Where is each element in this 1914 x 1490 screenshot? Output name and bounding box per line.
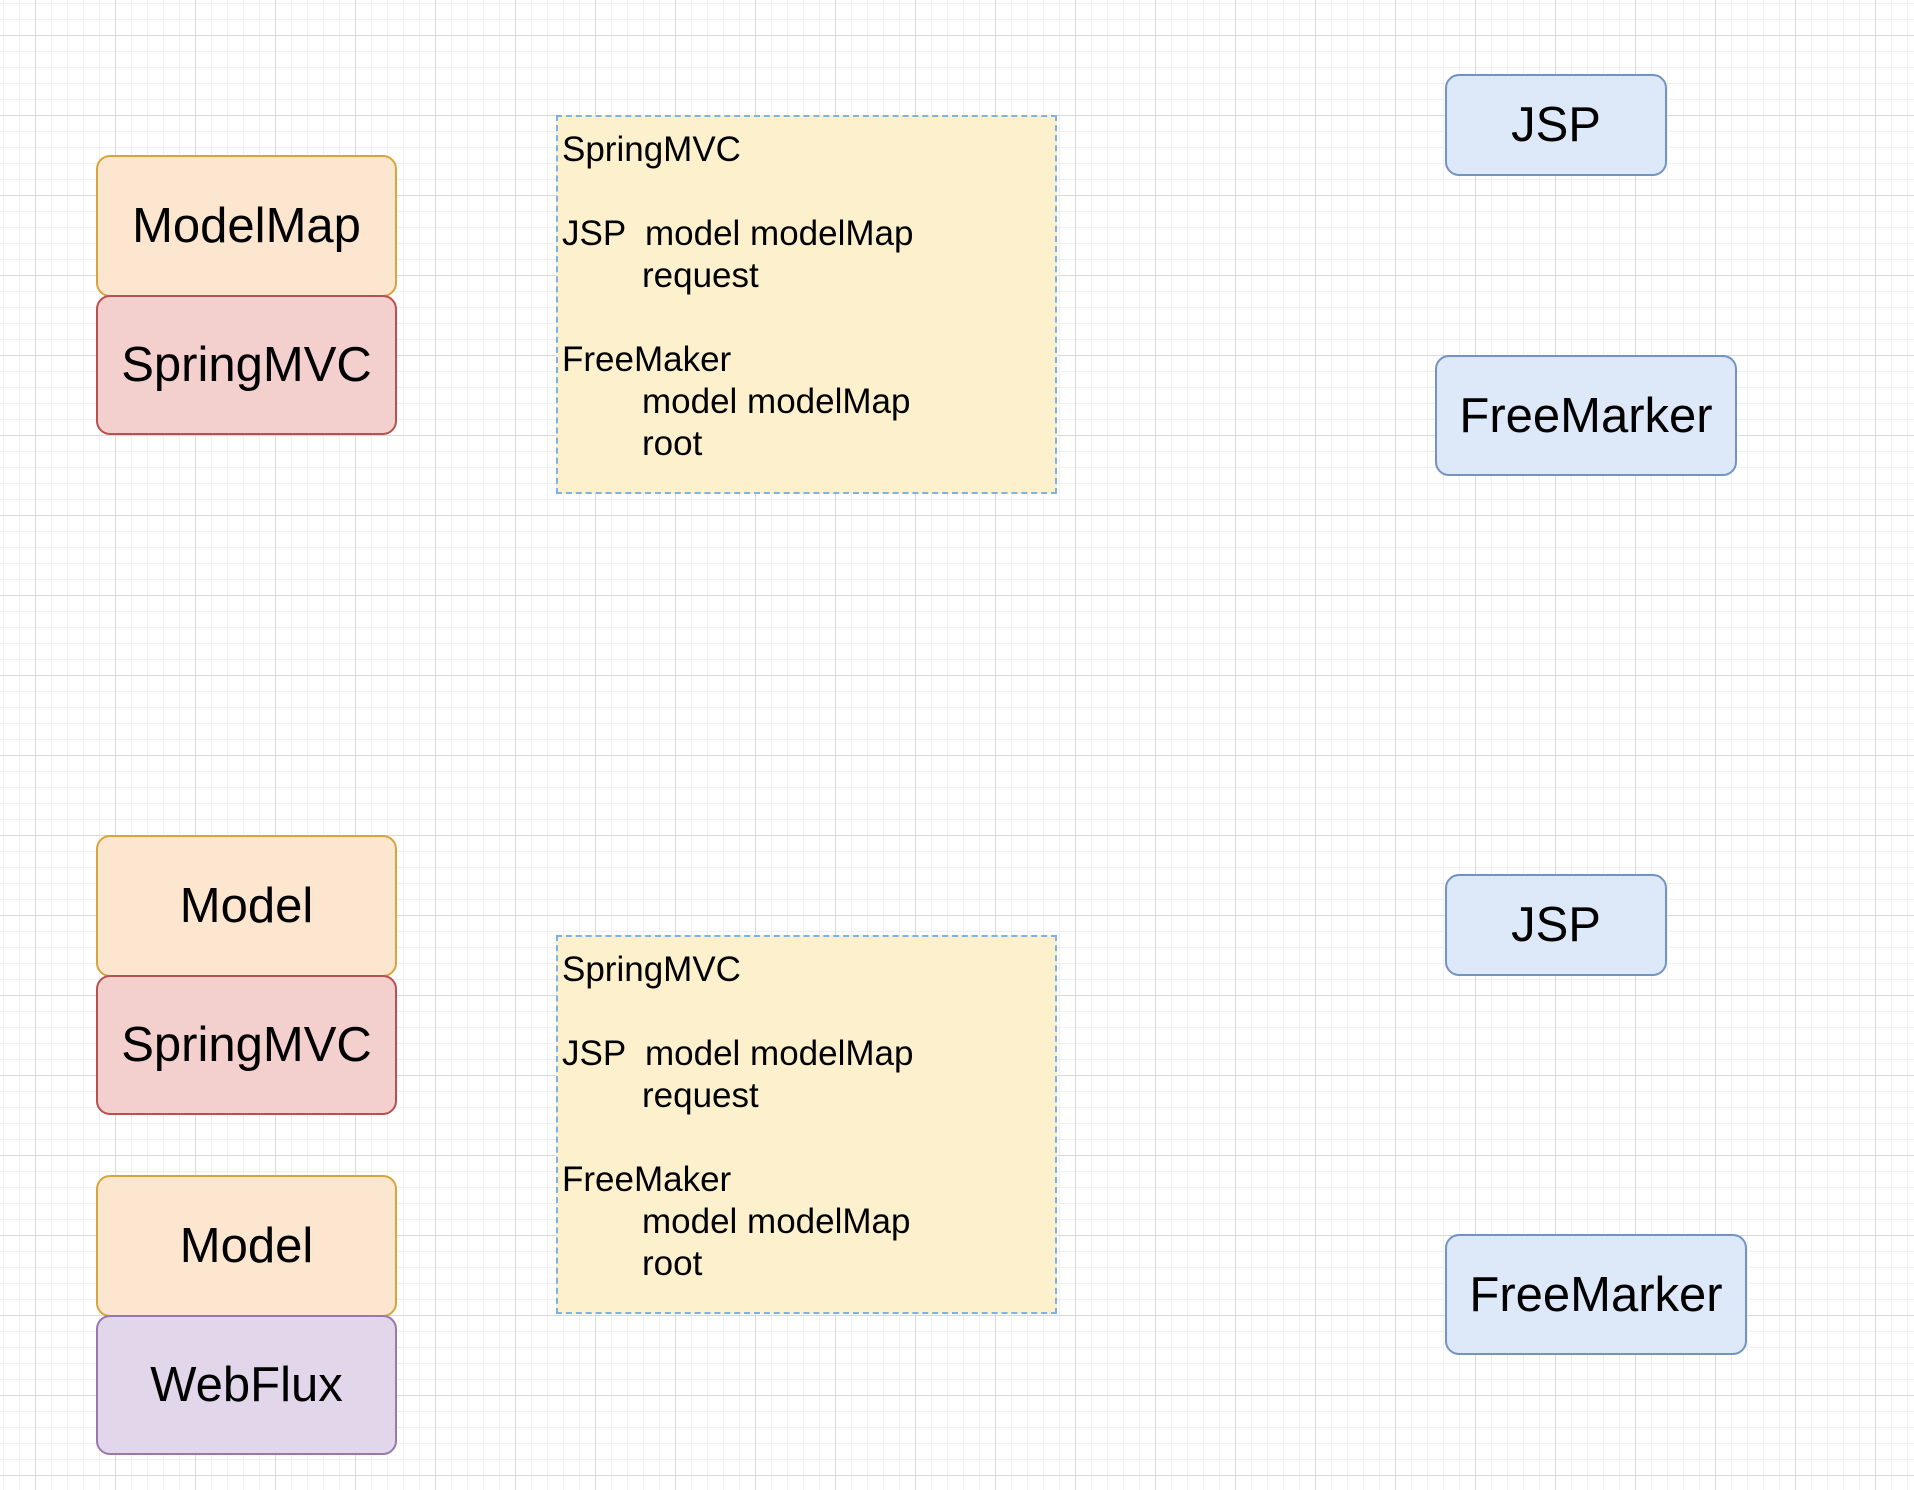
jsp-node-bottom[interactable]: JSP: [1445, 874, 1667, 976]
springmvc-label: SpringMVC: [121, 1018, 372, 1072]
springmvc-node-top[interactable]: SpringMVC: [96, 295, 397, 435]
jsp-label: JSP: [1511, 98, 1601, 152]
modelmap-node[interactable]: ModelMap: [96, 155, 397, 297]
jsp-node-top[interactable]: JSP: [1445, 74, 1667, 176]
note-freemaker-sub1: model modelMap: [642, 1202, 911, 1241]
springmvc-node-bottom[interactable]: SpringMVC: [96, 975, 397, 1115]
note-title: SpringMVC: [562, 130, 741, 169]
model-label: Model: [179, 1219, 314, 1273]
note-box-bottom[interactable]: SpringMVC JSP model modelMap request Fre…: [556, 935, 1057, 1314]
springmvc-label: SpringMVC: [121, 338, 372, 392]
note-freemaker-line: FreeMaker: [562, 340, 732, 379]
note-jsp-sub: request: [642, 256, 759, 295]
jsp-label: JSP: [1511, 898, 1601, 952]
note-freemaker-sub2: root: [642, 1244, 703, 1283]
note-box-top[interactable]: SpringMVC JSP model modelMap request Fre…: [556, 115, 1057, 494]
freemarker-node-top[interactable]: FreeMarker: [1435, 355, 1737, 476]
webflux-label: WebFlux: [150, 1358, 343, 1412]
note-jsp-sub: request: [642, 1076, 759, 1115]
freemarker-label: FreeMarker: [1459, 388, 1713, 443]
model-label: Model: [179, 879, 314, 933]
note-jsp-line: JSP model modelMap: [562, 1034, 914, 1073]
webflux-node[interactable]: WebFlux: [96, 1315, 397, 1455]
note-jsp-line: JSP model modelMap: [562, 214, 914, 253]
freemarker-label: FreeMarker: [1469, 1267, 1723, 1322]
note-title: SpringMVC: [562, 950, 741, 989]
note-freemaker-sub1: model modelMap: [642, 382, 911, 421]
note-freemaker-sub2: root: [642, 424, 703, 463]
note-freemaker-line: FreeMaker: [562, 1160, 732, 1199]
modelmap-label: ModelMap: [132, 199, 361, 253]
freemarker-node-bottom[interactable]: FreeMarker: [1445, 1234, 1747, 1355]
model-node-1[interactable]: Model: [96, 835, 397, 977]
model-node-2[interactable]: Model: [96, 1175, 397, 1317]
